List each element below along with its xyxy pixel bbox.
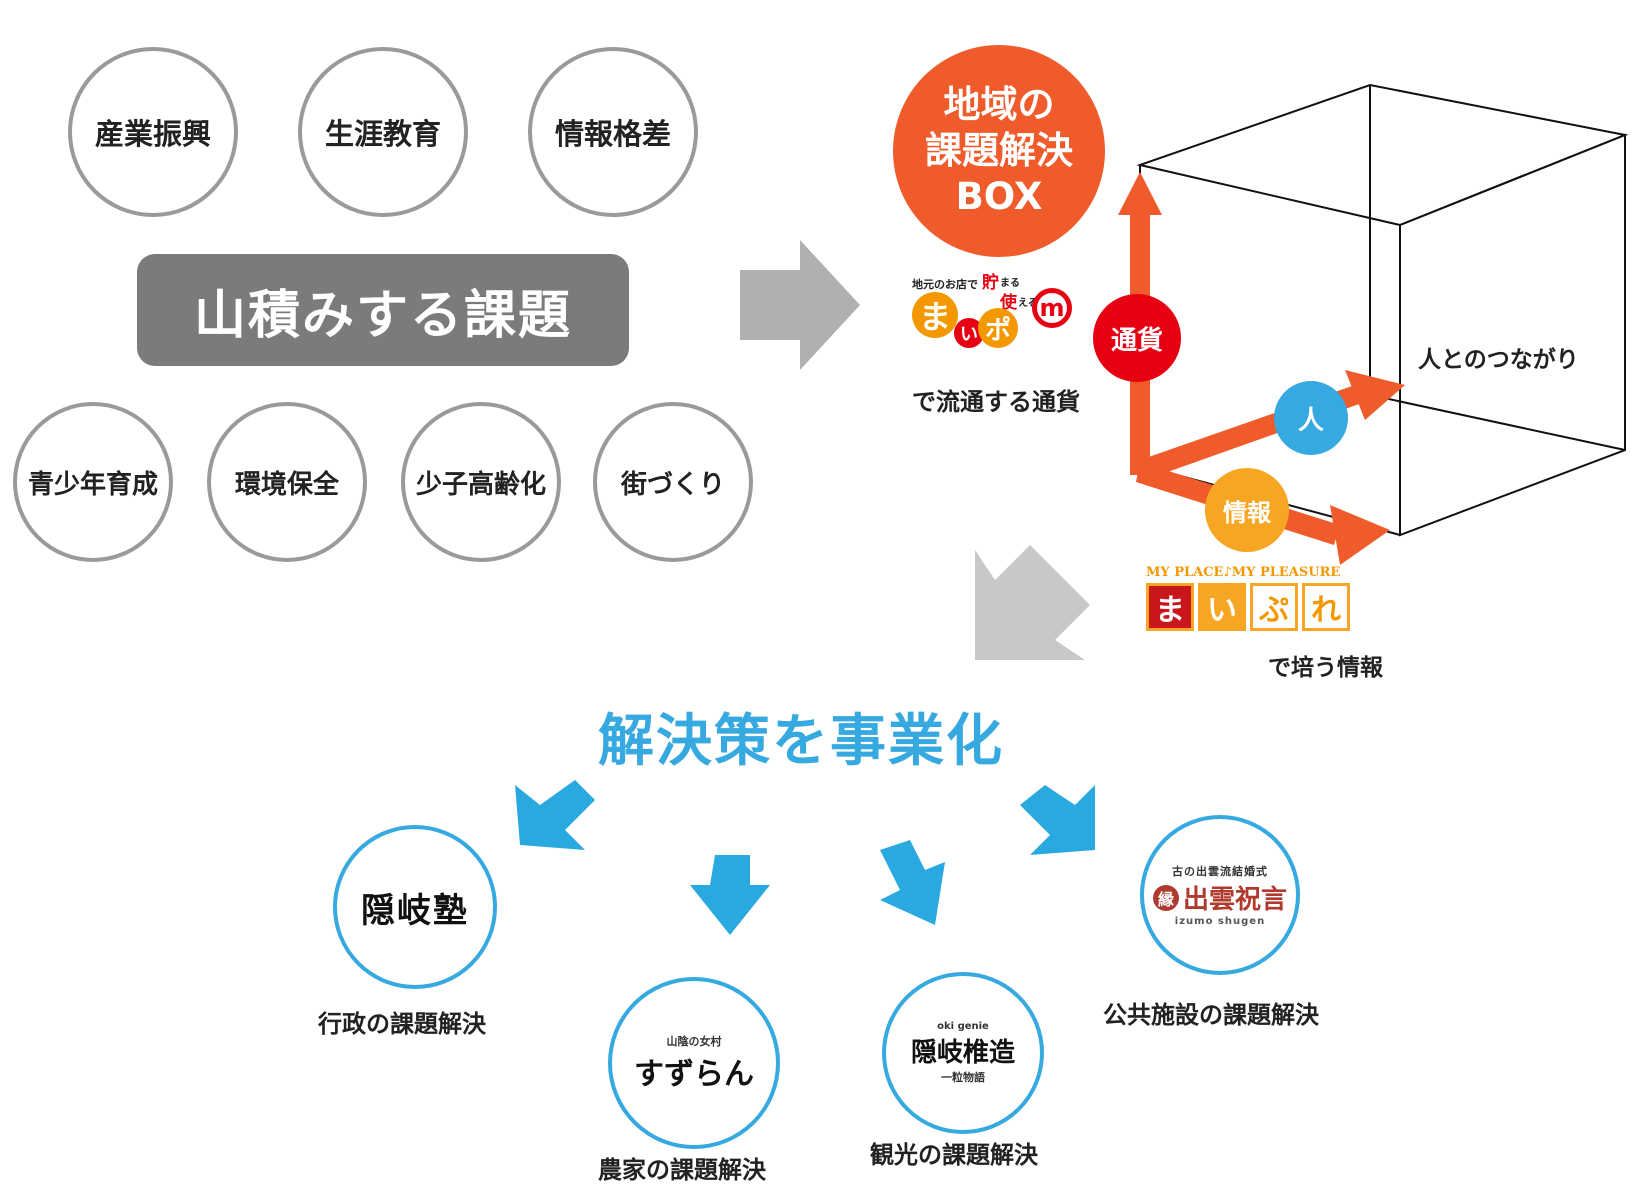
solution-logo: 隠岐塾 <box>361 890 469 931</box>
maipure-logo: MY PLACE♪MY PLEASURE ま い ぷ れ <box>1146 565 1366 640</box>
maipo-logo: 地元のお店で 貯 まる 使 える ま い ポ m <box>912 268 1097 368</box>
solution-logo-small: oki genie <box>937 1021 989 1032</box>
issues-banner: 山積みする課題 <box>137 254 629 366</box>
box-title-line: 地域の <box>943 83 1055 126</box>
maipo-tagline-char: 貯 <box>982 273 999 293</box>
issue-label: 環境保全 <box>234 469 339 500</box>
solution-caption: 行政の課題解決 <box>318 1010 486 1038</box>
issue-circle: 生涯教育 <box>298 47 468 217</box>
info-badge: 情報 <box>1205 468 1289 552</box>
maipo-char: ま <box>912 292 958 338</box>
maipo-tagline: 地元のお店で <box>912 278 978 291</box>
gray-arrow-down-left <box>975 545 1090 660</box>
currency-badge: 通貨 <box>1093 294 1181 382</box>
issue-label: 少子高齢化 <box>415 469 546 500</box>
issue-circle: 環境保全 <box>207 402 367 562</box>
en-mark-icon: 縁 <box>1152 884 1179 911</box>
maipo-tagline-char: まる <box>1000 278 1020 289</box>
issue-label: 生涯教育 <box>324 117 441 151</box>
solution-logo-sub: izumo shugen <box>1174 916 1266 927</box>
maipure-char: れ <box>1302 583 1350 631</box>
solution-logo: すずらん <box>634 1057 754 1092</box>
cube-outline <box>1136 83 1629 537</box>
solution-circle: oki genie 隠岐椎造 一粒物語 <box>882 972 1044 1134</box>
maipure-char: ま <box>1146 583 1194 631</box>
solution-circle: 古の出雲流結婚式 縁 出雲祝言 izumo shugen <box>1140 815 1300 975</box>
maipure-char: ぷ <box>1250 583 1298 631</box>
issue-label: 街づくり <box>620 469 725 500</box>
issue-circle: 産業振興 <box>68 47 238 217</box>
solution-circle: 山陰の女村 すずらん <box>608 977 780 1149</box>
connection-label: 人とのつながり <box>1418 347 1579 373</box>
maipo-caption: で流通する通貨 <box>912 388 1080 416</box>
solution-logo: 隠岐椎造 <box>910 1038 1015 1068</box>
solution-logo-sub: 一粒物語 <box>941 1071 985 1084</box>
blue-arrows <box>515 780 1095 935</box>
solution-logo-small: 古の出雲流結婚式 <box>1172 865 1268 878</box>
people-badge: 人 <box>1274 381 1348 455</box>
box-title-line: BOX <box>955 175 1043 218</box>
solution-caption: 観光の課題解決 <box>870 1141 1038 1169</box>
solution-logo-small: 山陰の女村 <box>666 1035 722 1048</box>
issue-circle: 街づくり <box>593 402 753 562</box>
issue-label: 情報格差 <box>554 117 671 151</box>
headline: 解決策を事業化 <box>598 709 1004 774</box>
maipure-tagline: MY PLACE♪MY PLEASURE <box>1146 565 1341 580</box>
issue-circle: 少子高齢化 <box>401 402 561 562</box>
solution-logo-row: 縁 出雲祝言 <box>1152 879 1287 916</box>
box-title-line: 課題解決 <box>925 129 1073 172</box>
issue-label: 青少年育成 <box>27 469 158 500</box>
maipo-tagline-char: える <box>1018 298 1038 309</box>
maipure-caption: で培う情報 <box>1268 655 1383 681</box>
maipo-symbol-icon: m <box>1032 288 1072 328</box>
issue-label: 産業振興 <box>94 117 211 151</box>
maipure-char: い <box>1198 583 1246 631</box>
maipo-tagline-char: 使 <box>1000 293 1017 313</box>
solution-circle: 隠岐塾 <box>333 825 497 989</box>
issue-circle: 情報格差 <box>528 47 698 217</box>
maipo-char: ポ <box>978 308 1018 348</box>
issue-circle: 青少年育成 <box>13 402 173 562</box>
maipure-tiles: ま い ぷ れ <box>1146 583 1350 631</box>
solution-caption: 公共施設の課題解決 <box>1103 1001 1319 1029</box>
solution-logo: 出雲祝言 <box>1182 885 1287 915</box>
gray-arrow-right <box>740 240 860 370</box>
solution-caption: 農家の課題解決 <box>598 1156 766 1184</box>
box-title-circle: 地域の 課題解決 BOX <box>893 45 1105 257</box>
